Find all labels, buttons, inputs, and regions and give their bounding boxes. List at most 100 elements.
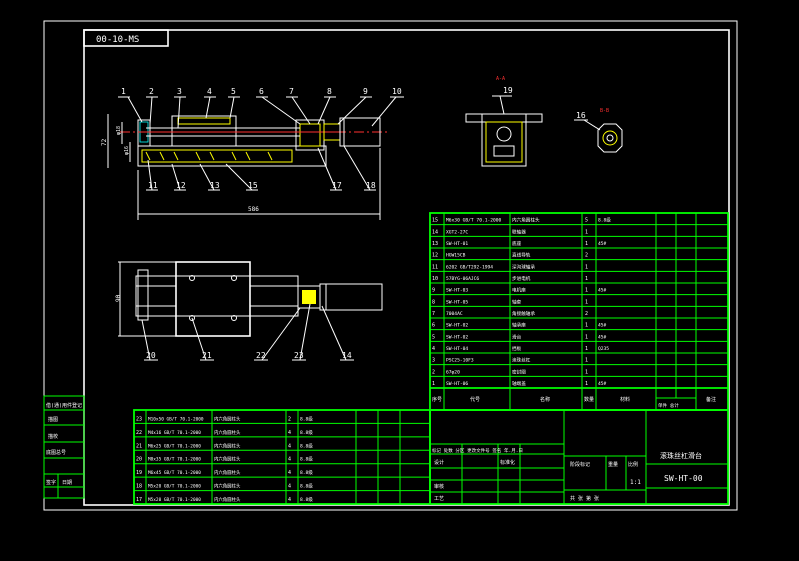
bom-right-mat: Q235 [598,346,609,352]
balloon-20: 20 [146,351,156,360]
dim-overall: 586 [248,206,259,213]
inner-frame [83,29,730,506]
bom-bottom-mat: 8.8级 [300,442,313,449]
bom-bottom-no: 23 [136,416,142,422]
bom-bottom-code: M5x20 GB/T 70.1-2000 [148,484,201,490]
bom-right-qty: 1 [585,241,588,247]
balloon-17: 17 [332,181,342,190]
bom-right-no: 15 [432,218,438,224]
bom-right-qty: 1 [585,323,588,329]
bom-h-name: 名称 [540,396,550,403]
bom-right-name: 轴套 [512,298,522,305]
bom-right-mat: 45# [598,381,607,387]
bom-h-mat: 材料 [620,396,630,403]
bom-right-code: SW-HT-04 [446,346,468,352]
balloons-top: 1 2 3 4 5 6 7 8 9 10 [118,87,404,129]
bom-right-qty: 1 [585,346,588,352]
bom-right-mat: 45# [598,323,607,329]
bom-right-no: 1 [432,381,435,387]
bom-right-name: 轴承座 [512,322,526,329]
bom-right-code: SW-HT-02 [446,323,468,329]
section-aa-view: A-A 19 [465,76,543,167]
bom-bottom-name: 内六角圆柱头 [214,483,241,490]
bom-right-no: 12 [432,253,438,259]
balloon-11: 11 [148,181,158,190]
balloon-19: 19 [503,86,513,95]
bom-right-no: 8 [432,299,435,305]
strip-3: 底图总号 [46,449,66,456]
balloon-15: 15 [248,181,258,190]
strip-1: 描图 [48,416,58,423]
bom-bottom-code: M4x16 GB/T 70.1-2000 [148,430,201,436]
outer-frame [43,20,738,511]
bom-right-no: 14 [432,229,438,235]
bom-right-qty: 1 [585,299,588,305]
bom-right-code: SW-HT-06 [446,381,468,387]
bom-right-qty: 1 [585,288,588,294]
bom-bottom-code: M10x50 GB/T 70.1-2000 [148,416,204,422]
bom-right-no: 4 [432,346,435,352]
bom-right-mat: 45# [598,334,607,340]
balloon-21: 21 [202,351,212,360]
tb-code: SW-HT-00 [664,474,703,483]
tb-weight: 重量 [608,461,618,468]
bom-bottom-no: 22 [136,430,142,436]
tb-standardize: 标准化 [500,459,515,466]
bom-right-mat: 8.8级 [598,217,611,224]
balloons-plan: 20 21 22 23 14 [141,303,354,361]
tb-audit: 审核 [434,483,444,490]
tb-stage: 阶段标记 [570,461,590,468]
bom-right-name: 角接触轴承 [512,310,535,317]
balloon-18: 18 [366,181,376,190]
bom-right-qty: 2 [585,311,588,317]
bom-h-qty: 数量 [584,396,594,403]
bom-bottom-qty: 4 [288,497,291,503]
bom-right-no: 11 [432,264,438,270]
strip-2: 描校 [48,433,58,440]
bom-bottom-qty: 4 [288,457,291,463]
balloon-1: 1 [121,87,126,96]
bom-bottom-code: M6x45 GB/T 70.1-2000 [148,470,201,476]
bom-bottom-no: 21 [136,443,142,449]
bom-bottom-mat: 8.8级 [300,469,313,476]
title-block: 标记 处数 分区 更改文件号 签名 年.月.日 设计 标准化 审核 工艺 阶段标… [429,409,729,505]
bom-right-no: 9 [432,288,435,294]
balloon-12: 12 [176,181,186,190]
balloon-4: 4 [207,87,212,96]
tb-design: 设计 [434,459,444,466]
bom-bottom-mat: 8.8级 [300,456,313,463]
bom-right-name: 密封圈 [512,368,526,375]
balloon-6: 6 [259,87,264,96]
bom-right-code: SW-HT-03 [446,288,468,294]
bom-bottom-name: 内六角圆柱头 [214,496,241,503]
tb-process: 工艺 [434,496,444,502]
bom-right-code: HGW15CB [446,253,466,259]
code-box [83,29,169,47]
bom-right-no: 7 [432,311,435,317]
bom-right-code: SW-HT-01 [446,241,468,247]
bom-bottom-name: 内六角圆柱头 [214,456,241,463]
bom-bottom-qty: 4 [288,430,291,436]
front-section-view: 586 72 φ18 φ16 [101,114,390,220]
balloon-14: 14 [342,351,352,360]
bom-bottom-qty: 4 [288,443,291,449]
bom-right-code: 67φ20 [446,369,460,375]
strip-5: 日期 [62,480,72,486]
bom-right-qty: 1 [585,334,588,340]
bom-right-no: 3 [432,358,435,364]
balloon-22: 22 [256,351,266,360]
bom-bottom-no: 19 [136,470,142,476]
strip-4: 签字 [46,479,56,486]
bom-bottom-mat: 8.8级 [300,429,313,436]
tb-revision-row: 标记 处数 分区 更改文件号 签名 年.月.日 [432,447,523,454]
bom-h-code: 代号 [470,396,480,403]
dim-left-2: φ18 [116,126,122,135]
bom-right-qty: 1 [585,369,588,375]
balloon-2: 2 [149,87,154,96]
bom-bottom-code: M5x20 GB/T 70.1-2000 [148,497,201,503]
code-box-text: 00-10-MS [96,35,139,45]
balloons-bottom: 11 12 13 15 17 18 [146,145,376,191]
bom-right-mat: 45# [598,241,607,247]
plan-view: 90 [115,261,383,337]
balloon-10: 10 [392,87,402,96]
